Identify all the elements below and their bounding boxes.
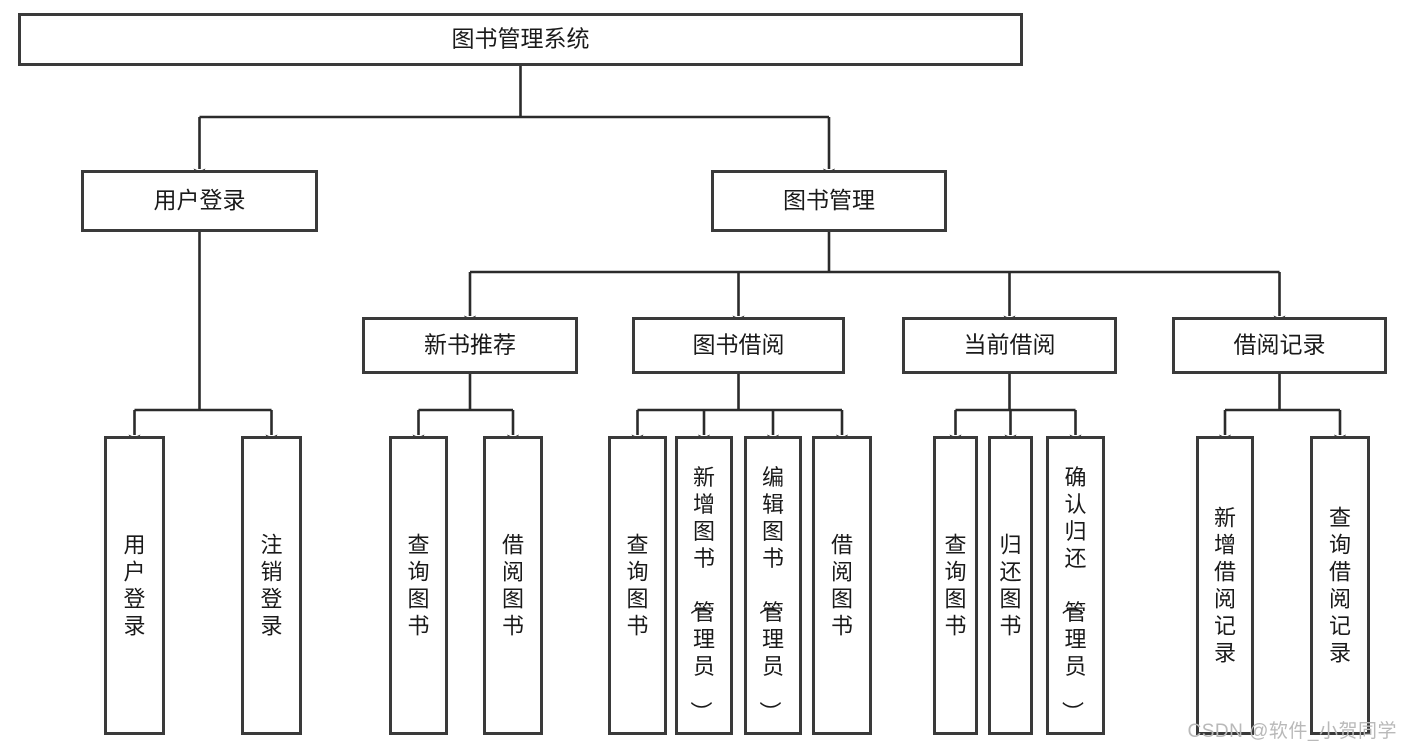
node-label: 查询图书 <box>407 533 429 639</box>
node-box <box>988 436 1033 735</box>
node-label: 确认归还（管理员） <box>1059 465 1086 723</box>
node-leaf-borrow-book-2[interactable]: 借阅图书 <box>812 436 872 735</box>
node-box <box>483 436 543 735</box>
node-label: 新增借阅记录 <box>1214 506 1236 666</box>
node-box <box>1046 436 1105 735</box>
node-box <box>1172 317 1387 374</box>
node-root-book-management-system[interactable]: 图书管理系统 <box>18 13 1023 66</box>
node-book-borrow[interactable]: 图书借阅 <box>632 317 845 374</box>
node-box <box>104 436 165 735</box>
node-box <box>933 436 978 735</box>
node-leaf-edit-book[interactable]: 编辑图书（管理员） <box>744 436 802 735</box>
node-box <box>362 317 578 374</box>
node-label: 图书管理 <box>783 187 875 213</box>
node-box <box>1196 436 1254 735</box>
node-label: 用户登录 <box>154 187 246 213</box>
node-label: 新书推荐 <box>424 332 516 358</box>
node-box <box>675 436 733 735</box>
node-layer: 图书管理系统用户登录图书管理新书推荐图书借阅当前借阅借阅记录用户登录注销登录查询… <box>18 13 1387 735</box>
node-leaf-borrow-book-1[interactable]: 借阅图书 <box>483 436 543 735</box>
node-label: 图书管理系统 <box>452 26 590 52</box>
node-label: 借阅图书 <box>502 533 524 639</box>
node-label: 图书借阅 <box>693 332 785 358</box>
node-leaf-query-book-1[interactable]: 查询图书 <box>389 436 448 735</box>
node-leaf-return-book[interactable]: 归还图书 <box>988 436 1033 735</box>
node-label: 当前借阅 <box>964 332 1056 358</box>
node-user-login[interactable]: 用户登录 <box>81 170 318 232</box>
node-leaf-logout[interactable]: 注销登录 <box>241 436 302 735</box>
node-label: 注销登录 <box>260 533 282 639</box>
node-label: 用户登录 <box>123 533 145 639</box>
node-box <box>632 317 845 374</box>
node-box <box>608 436 667 735</box>
node-box <box>18 13 1023 66</box>
node-label: 编辑图书（管理员） <box>757 465 784 723</box>
node-box <box>902 317 1117 374</box>
node-current-borrow[interactable]: 当前借阅 <box>902 317 1117 374</box>
node-box <box>744 436 802 735</box>
node-borrow-record[interactable]: 借阅记录 <box>1172 317 1387 374</box>
node-label: 新增图书（管理员） <box>688 465 715 723</box>
node-leaf-confirm-return[interactable]: 确认归还（管理员） <box>1046 436 1105 735</box>
node-box <box>711 170 947 232</box>
node-box <box>1310 436 1370 735</box>
node-leaf-add-record[interactable]: 新增借阅记录 <box>1196 436 1254 735</box>
node-leaf-user-login[interactable]: 用户登录 <box>104 436 165 735</box>
node-book-manage[interactable]: 图书管理 <box>711 170 947 232</box>
node-label: 查询图书 <box>944 533 966 639</box>
node-label: 借阅记录 <box>1234 332 1326 358</box>
node-box <box>812 436 872 735</box>
node-leaf-add-book[interactable]: 新增图书（管理员） <box>675 436 733 735</box>
watermark-csdn: CSDN @软件_小贺同学 <box>1187 721 1397 742</box>
node-leaf-query-record[interactable]: 查询借阅记录 <box>1310 436 1370 735</box>
node-leaf-query-book-3[interactable]: 查询图书 <box>933 436 978 735</box>
node-label: 归还图书 <box>999 533 1021 639</box>
connector-layer <box>128 66 1346 446</box>
node-leaf-query-book-2[interactable]: 查询图书 <box>608 436 667 735</box>
node-label: 借阅图书 <box>831 533 853 639</box>
node-label: 查询借阅记录 <box>1329 506 1351 666</box>
node-box <box>241 436 302 735</box>
node-box <box>81 170 318 232</box>
node-new-book-recommend[interactable]: 新书推荐 <box>362 317 578 374</box>
node-label: 查询图书 <box>626 533 648 639</box>
node-box <box>389 436 448 735</box>
